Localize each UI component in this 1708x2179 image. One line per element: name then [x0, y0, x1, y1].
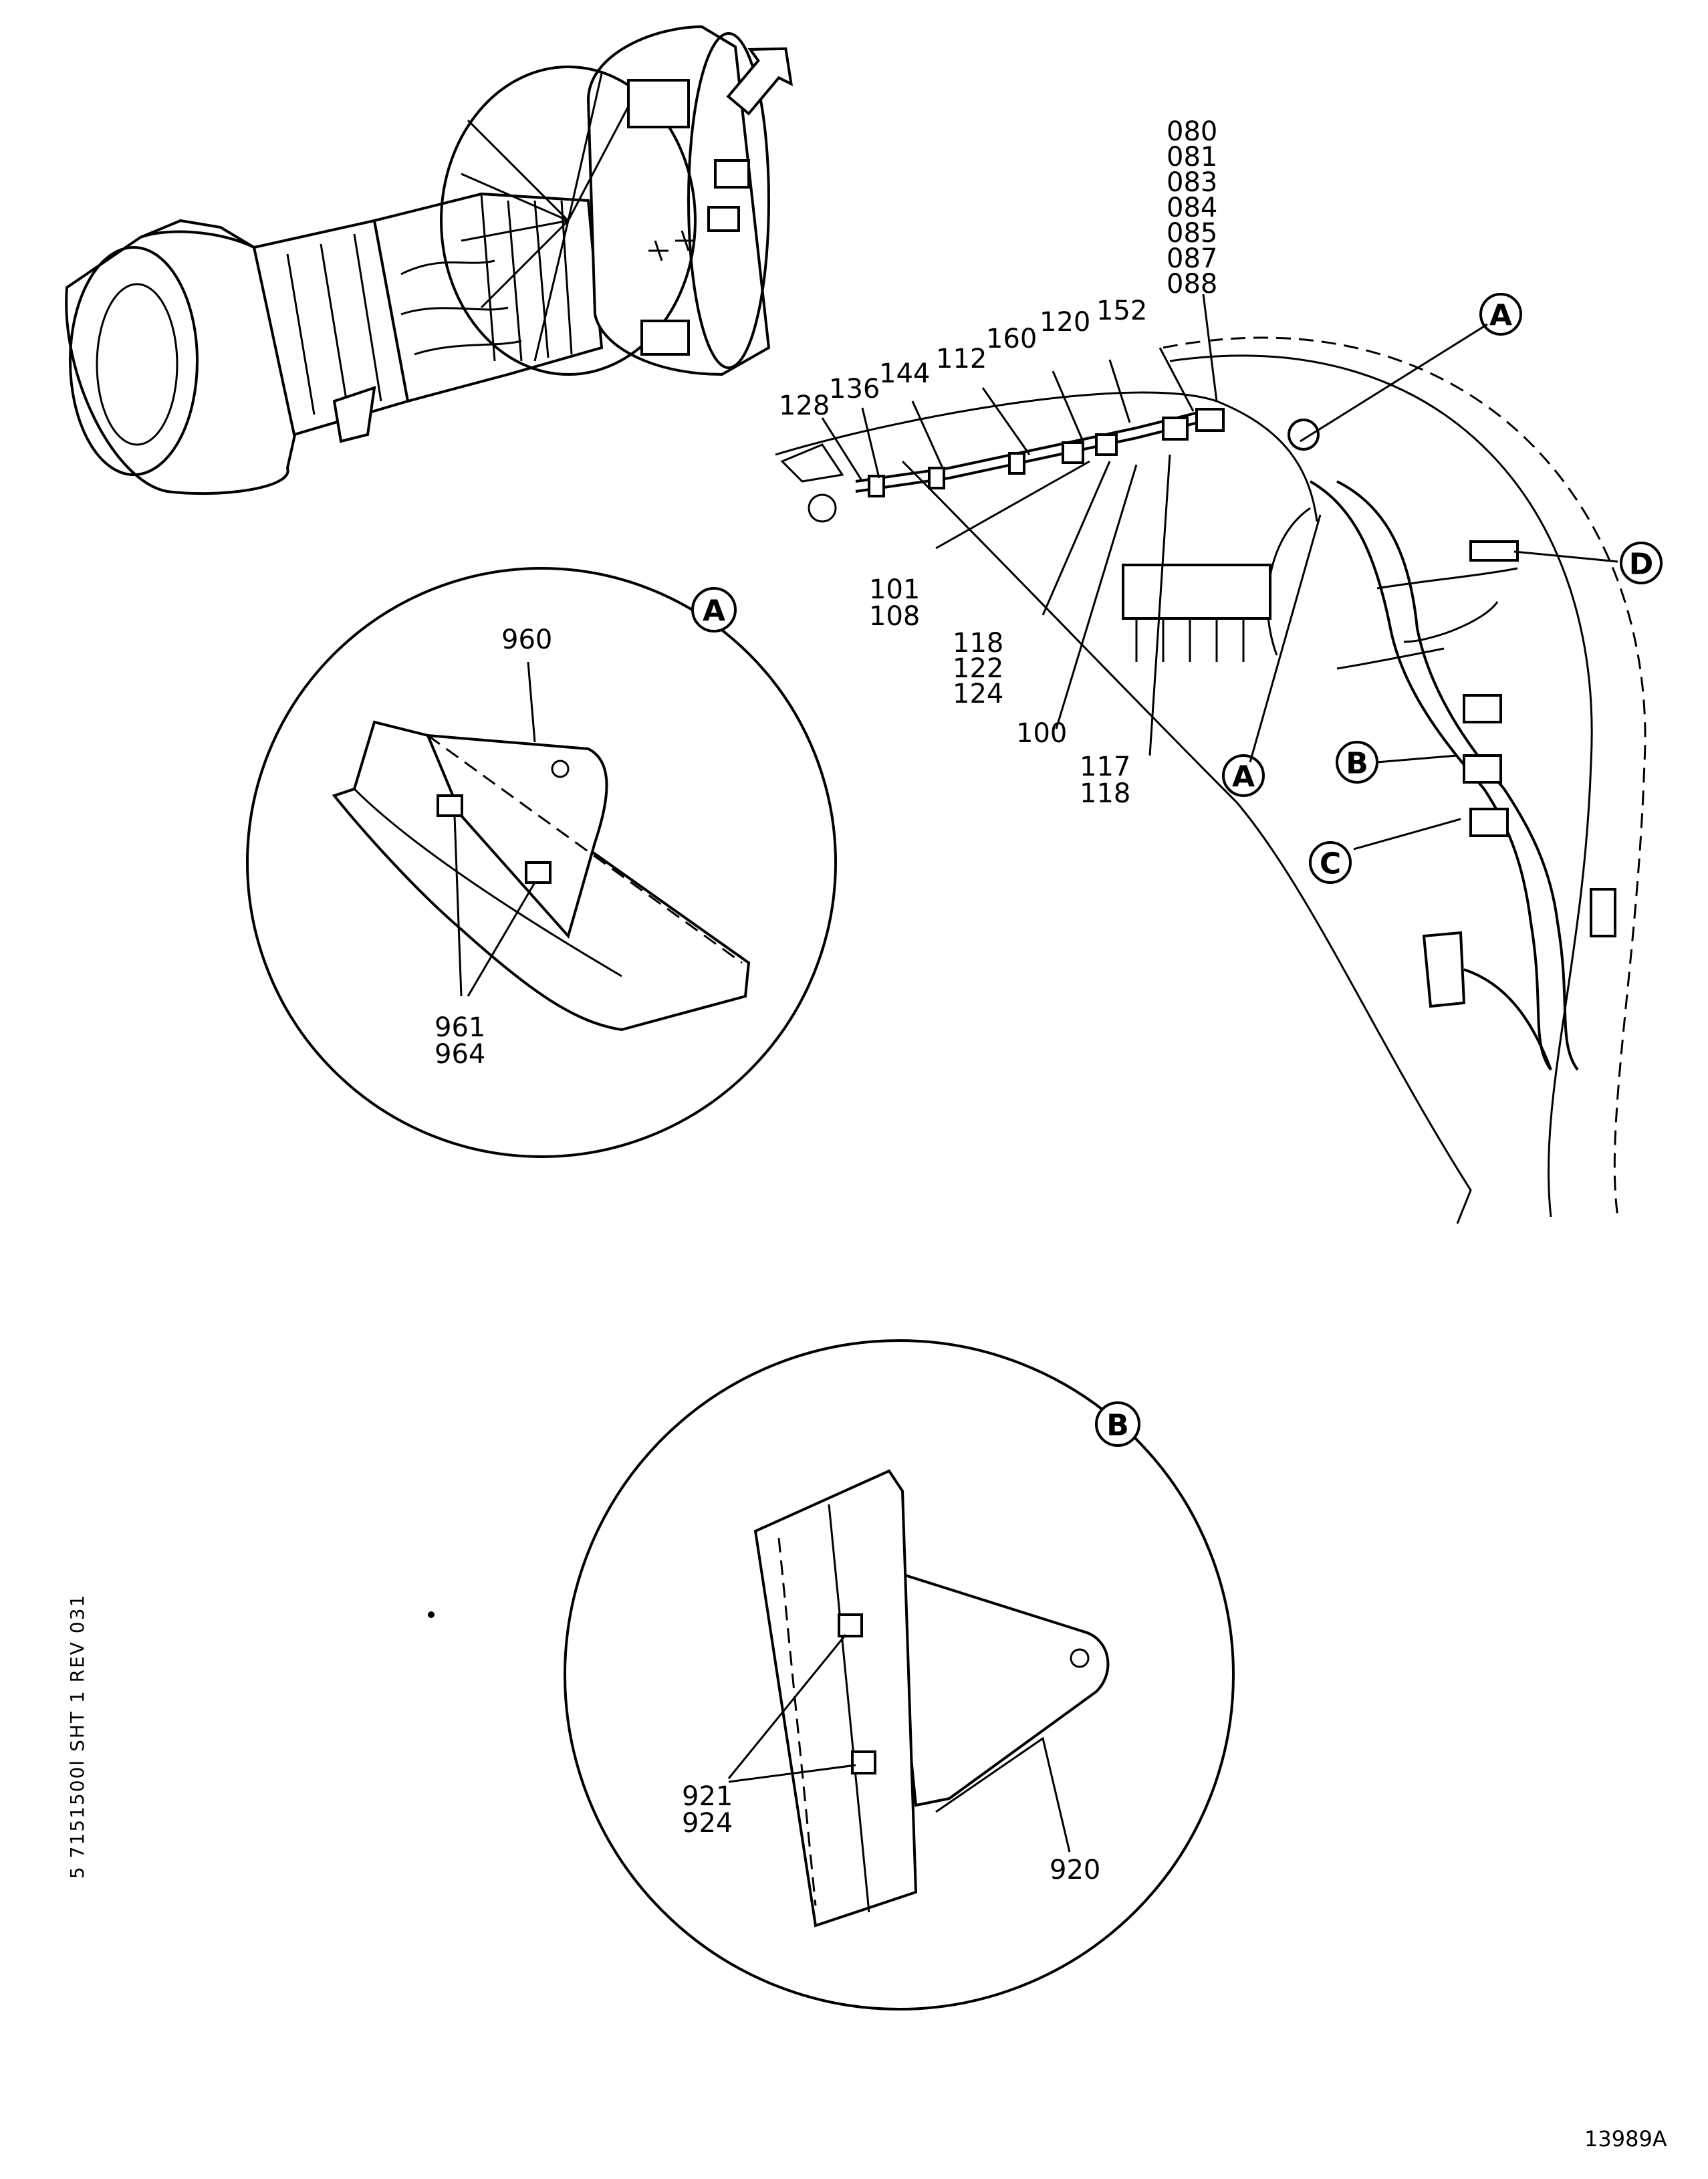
engine-leader-lines	[821, 294, 1618, 850]
detail-b-ref-marker[interactable]: B	[1095, 1401, 1140, 1447]
engine-overview-illustration	[65, 25, 794, 495]
svg-text:C: C	[1320, 847, 1341, 881]
callout-088: 088	[1167, 269, 1217, 300]
callout-081: 081	[1167, 142, 1217, 173]
callout-100: 100	[1016, 718, 1067, 749]
engine-callouts: 080 081 083 084 085 087 088 152 120 160 …	[779, 116, 1217, 809]
callout-083: 083	[1167, 167, 1217, 198]
callout-087: 087	[1167, 243, 1217, 274]
svg-text:D: D	[1629, 548, 1654, 582]
detail-b: B 920 921 924	[564, 1339, 1235, 2011]
callout-152: 152	[1096, 296, 1147, 326]
svg-text:B: B	[1106, 1409, 1129, 1443]
side-reference-note: 5 7151500l SHT 1 REV 031	[66, 1594, 88, 1879]
callout-118-a: 118	[953, 628, 1003, 659]
callout-144: 144	[879, 358, 930, 389]
callout-961: 961	[435, 1012, 485, 1043]
callout-128: 128	[779, 390, 830, 421]
svg-text:A: A	[1489, 299, 1512, 333]
callout-964: 964	[435, 1039, 485, 1070]
ref-marker-a-top[interactable]: A	[1479, 293, 1522, 336]
callout-085: 085	[1167, 218, 1217, 249]
callout-160: 160	[986, 324, 1037, 354]
stray-dot	[428, 1611, 435, 1618]
wiring-harness-illustration	[775, 336, 1646, 1224]
callout-112: 112	[936, 344, 987, 374]
svg-text:B: B	[1346, 747, 1368, 781]
callout-124: 124	[953, 679, 1003, 709]
callout-117: 117	[1080, 752, 1130, 782]
svg-text:A: A	[703, 594, 725, 628]
detail-a: A 960 961 964	[246, 567, 837, 1158]
callout-924: 924	[682, 1808, 733, 1839]
callout-120: 120	[1040, 307, 1090, 338]
ref-marker-d[interactable]: D	[1620, 542, 1663, 584]
callout-921: 921	[682, 1781, 733, 1812]
callout-136: 136	[829, 374, 880, 405]
drawing-id: 13989A	[1584, 2126, 1667, 2152]
ref-marker-a-bottom[interactable]: A	[1222, 754, 1265, 797]
detail-a-ref-marker[interactable]: A	[691, 587, 737, 633]
callout-960: 960	[501, 624, 552, 655]
callout-118-b: 118	[1080, 778, 1130, 809]
ref-marker-b[interactable]: B	[1336, 741, 1378, 784]
callout-084: 084	[1167, 193, 1217, 223]
callout-080: 080	[1167, 116, 1217, 147]
callout-108: 108	[869, 601, 920, 632]
ref-marker-c[interactable]: C	[1309, 841, 1352, 884]
callout-122: 122	[953, 653, 1003, 684]
callout-920: 920	[1050, 1855, 1100, 1885]
callout-101: 101	[869, 574, 920, 605]
engine-reference-markers: A D A B C	[1222, 293, 1663, 884]
svg-text:A: A	[1232, 760, 1255, 794]
